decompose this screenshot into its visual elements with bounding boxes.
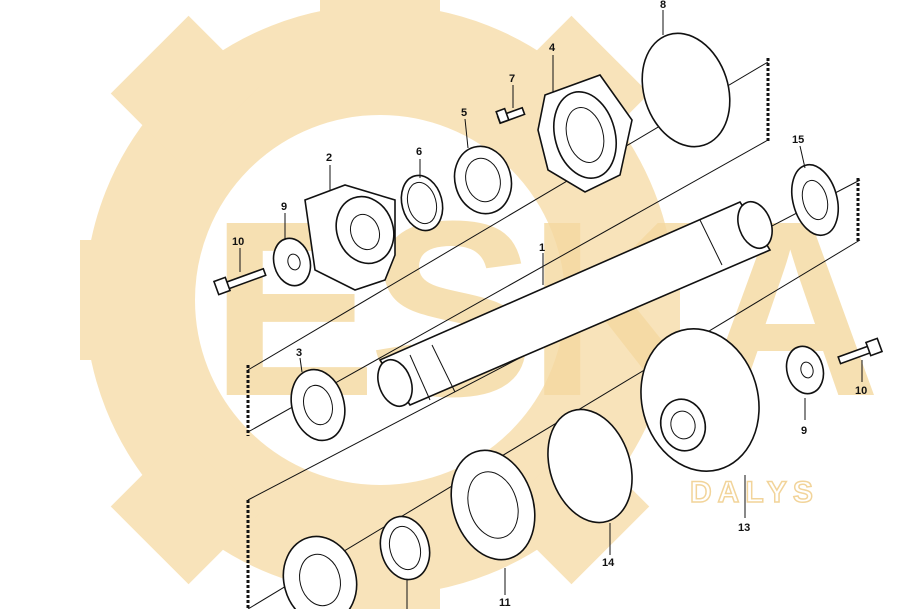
callout-5: 5 [461, 107, 467, 119]
bearing-bottom [282, 535, 358, 609]
callout-14: 14 [602, 557, 615, 569]
watermark-sub-text: DALYS [690, 476, 819, 509]
cover-plate-11 [450, 449, 536, 561]
flange-yoke [304, 184, 396, 291]
callout-6: 6 [416, 146, 422, 158]
leader-lines [239, 10, 863, 609]
callout-13: 13 [738, 522, 750, 534]
callout-9-right: 9 [801, 425, 807, 437]
o-ring-8 [641, 32, 731, 148]
bolt-7 [495, 106, 526, 125]
callout-8: 8 [660, 0, 666, 11]
screw-10-left [212, 267, 267, 296]
callout-9-left: 9 [281, 201, 287, 213]
washer-9-right [785, 345, 825, 395]
callout-3: 3 [296, 347, 302, 359]
o-ring-14 [547, 408, 633, 524]
seal-ring-15 [790, 163, 840, 237]
washer-9-left [272, 237, 312, 287]
snap-ring-6 [400, 174, 444, 232]
callout-10-right: 10 [855, 385, 867, 397]
callout-11: 11 [499, 597, 511, 609]
callout-7: 7 [509, 73, 515, 85]
callout-10-left: 10 [232, 236, 244, 248]
bearing-5 [453, 145, 513, 215]
output-flange-13 [640, 328, 760, 472]
bearing-cover-4 [537, 74, 633, 193]
screw-10-right [837, 337, 884, 365]
main-shaft [377, 200, 773, 408]
callout-15: 15 [792, 134, 804, 146]
callout-2: 2 [326, 152, 332, 164]
callout-4: 4 [549, 42, 556, 54]
seal-ring-3 [290, 368, 346, 442]
callout-1: 1 [539, 242, 545, 254]
seal-ring-bottom [379, 515, 431, 581]
